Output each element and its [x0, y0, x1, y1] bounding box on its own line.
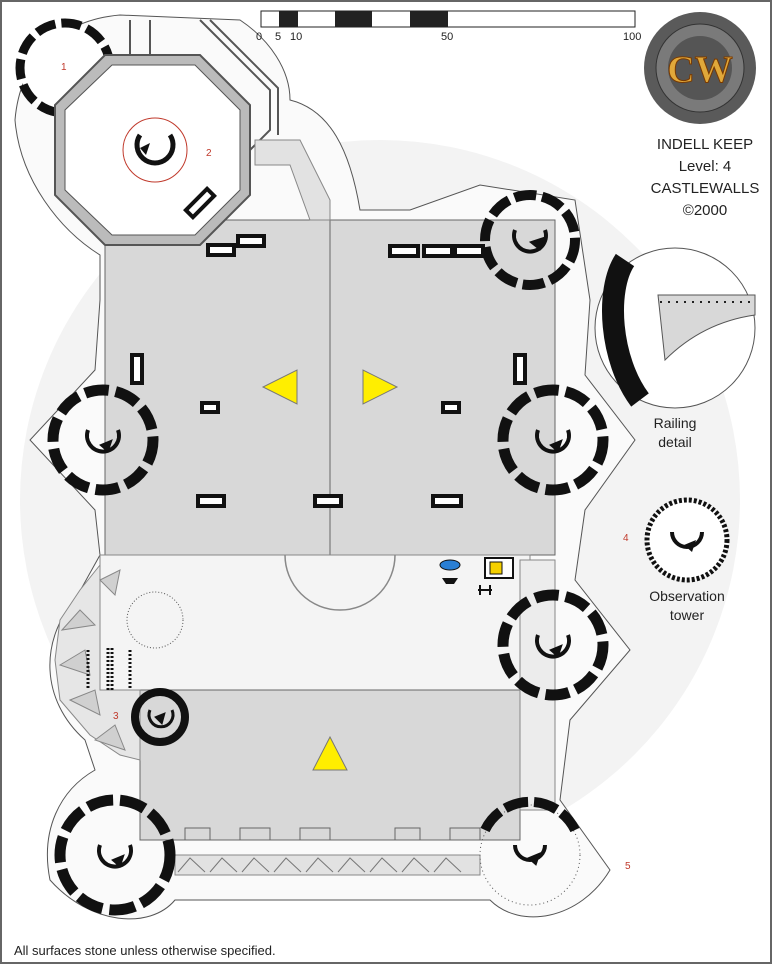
railing-detail-walk: [657, 294, 756, 362]
scale-label-50: 50: [441, 31, 454, 43]
keep-windows: [130, 234, 527, 508]
map-level: Level: 4: [678, 158, 732, 175]
chair-icon: [478, 585, 492, 595]
tower-5: [480, 796, 580, 866]
tower-5-stair-fan: [479, 804, 581, 906]
tower-w: [47, 384, 159, 496]
connector-passage: [254, 139, 331, 221]
scale-seg-2: [335, 11, 372, 27]
marker-left: [261, 369, 298, 405]
tower-ne: [480, 190, 580, 290]
tower-2-floor: [64, 64, 241, 236]
well-icon: [439, 559, 461, 571]
railing-detail-wall: [602, 253, 650, 407]
scale-label-0: 0: [256, 31, 263, 43]
railing-detail-caption: Railing detail: [653, 415, 697, 450]
tower-2-stair: [134, 133, 176, 166]
room-number-4: 4: [623, 533, 629, 544]
railing-wall: [129, 19, 279, 151]
scale-seg-3: [410, 11, 448, 27]
courtyard-arc: [284, 554, 396, 611]
tower-2-window: [183, 186, 217, 220]
tower-e: [497, 384, 609, 496]
courtyard-stair-fan: [126, 591, 184, 649]
room-number-1: 1: [61, 62, 67, 73]
scale-label-100: 100: [623, 31, 642, 43]
tower-2-stair-arrow: [140, 143, 150, 155]
observation-tower-caption: Observation tower: [649, 588, 725, 623]
map-title: INDELL KEEP: [656, 136, 754, 153]
tower-se-mid: [497, 589, 609, 701]
map-copyright: ©2000: [682, 202, 728, 219]
observation-tower: [644, 497, 730, 583]
scale-label-5: 5: [275, 31, 282, 43]
battlements: [184, 827, 481, 841]
room-number-3: 3: [113, 711, 119, 722]
map-publisher: CASTLEWALLS: [650, 180, 760, 197]
gallery-merlons: [177, 857, 462, 873]
observation-arrow: [684, 540, 696, 552]
room-number-2: 2: [206, 148, 212, 159]
marker-right: [362, 369, 399, 405]
bench-icon: [86, 648, 132, 690]
workbench-top: [489, 561, 503, 575]
logo-inner: [668, 36, 732, 100]
scale-seg-1: [279, 11, 298, 27]
scale-label-10: 10: [290, 31, 303, 43]
lower-keep: [139, 689, 521, 841]
tower-2-ring: [122, 117, 188, 183]
courtyard: [99, 554, 531, 691]
room-number-5: 5: [625, 861, 631, 872]
tower-sw: [54, 794, 176, 916]
logo-text: CW: [667, 49, 732, 91]
footnote: All surfaces stone unless otherwise spec…: [14, 943, 276, 958]
marker-lower: [312, 735, 348, 771]
tower-3: [131, 688, 189, 746]
anvil-icon: [442, 578, 458, 584]
